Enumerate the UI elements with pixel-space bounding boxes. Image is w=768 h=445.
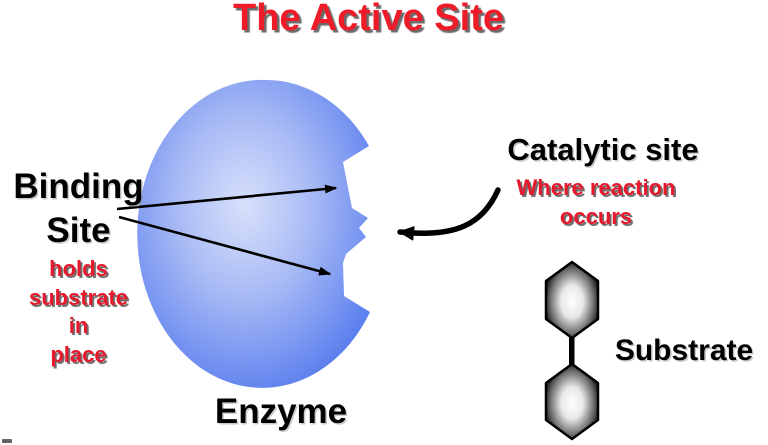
binding-site-label: Binding Site — [13, 167, 144, 250]
corner-artifact — [2, 439, 12, 443]
page-title: The Active Site — [232, 0, 504, 39]
substrate-hexagon-top — [544, 260, 600, 340]
catalytic-site-label: Catalytic site — [507, 132, 699, 167]
binding-site-note: holds substrate in place — [28, 256, 129, 367]
enzyme-label: Enzyme — [214, 392, 348, 431]
substrate-label: Substrate — [614, 334, 754, 367]
catalytic-arrow-icon — [397, 187, 501, 241]
substrate-bond — [569, 334, 575, 368]
enzyme-shape — [137, 79, 370, 388]
binding-arrow-upper-icon — [116, 184, 338, 211]
binding-arrow-lower-icon — [118, 215, 332, 276]
catalytic-site-note: Where reaction occurs — [516, 175, 676, 229]
substrate-hexagon-bottom — [544, 362, 600, 441]
